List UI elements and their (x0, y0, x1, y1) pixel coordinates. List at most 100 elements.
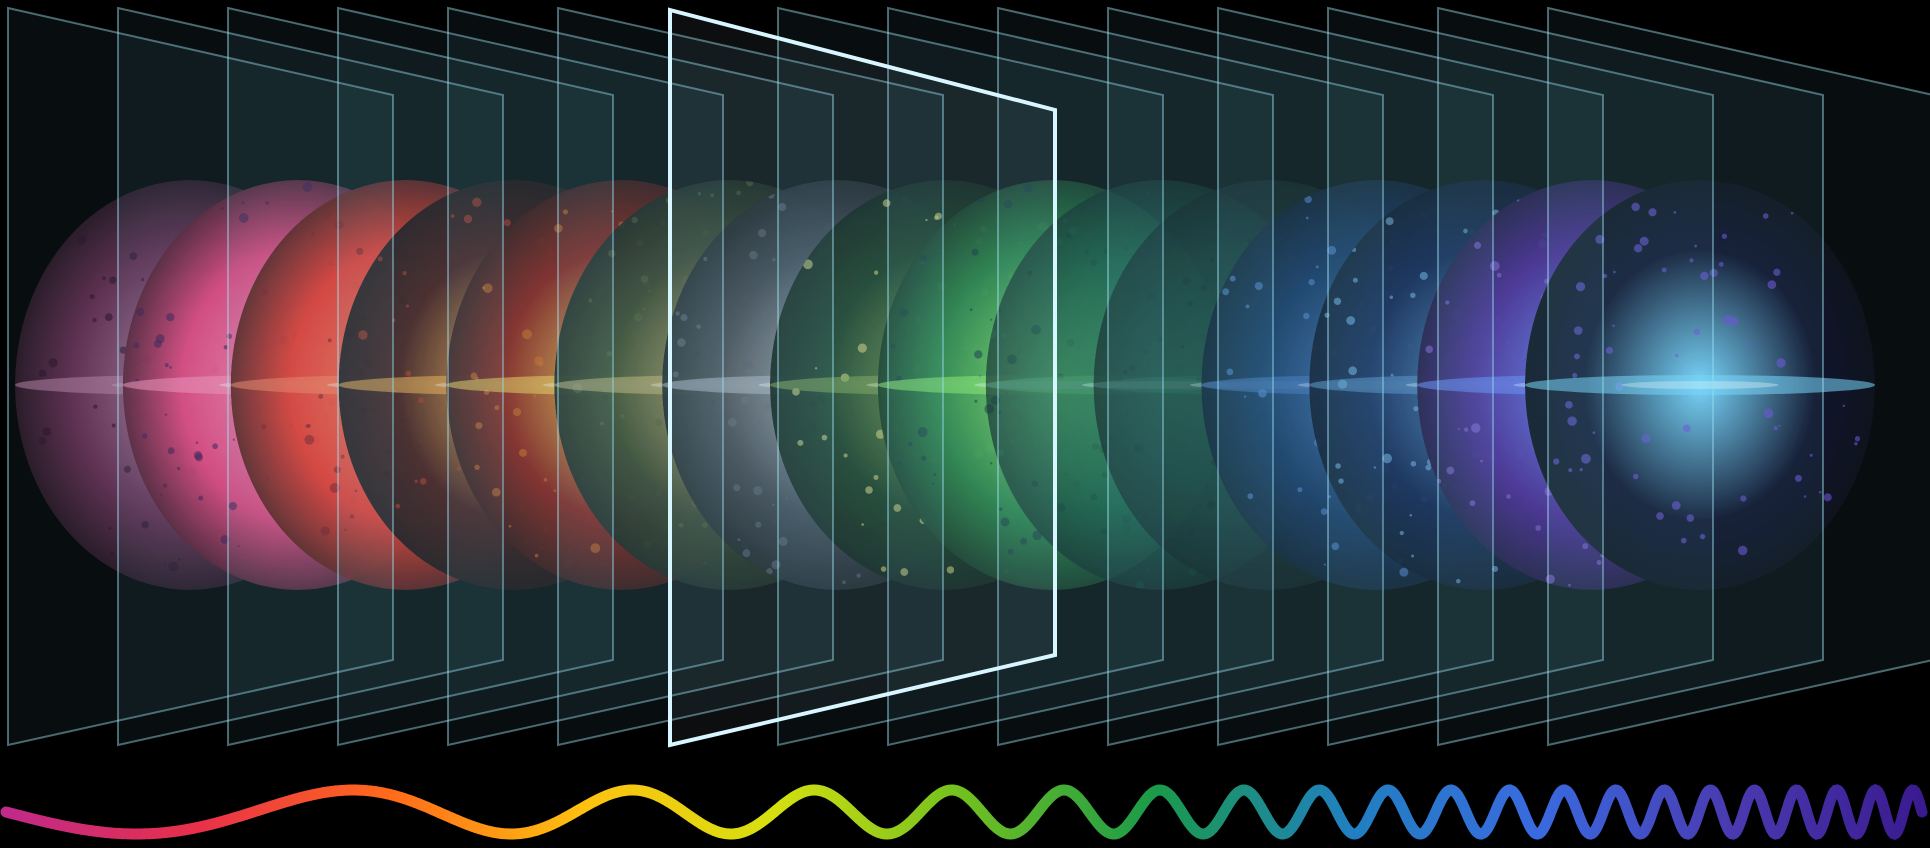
sky-map-speckle (1740, 495, 1747, 502)
sky-map-speckle (1582, 543, 1589, 550)
sky-map-speckle (198, 495, 204, 501)
sky-map-speckle (1823, 493, 1832, 502)
sky-map-speckle (1003, 200, 1013, 209)
sky-map-speckle (193, 451, 203, 460)
sky-map-speckle (1682, 424, 1691, 433)
sky-map-speckle (742, 549, 751, 558)
glass-panel (997, 6, 1384, 747)
sky-map-speckle (344, 528, 347, 531)
sky-map-speckle (1348, 366, 1358, 376)
sky-map-speckle (1489, 261, 1500, 271)
sky-map-speckle (522, 329, 532, 340)
sky-map-speckle (865, 486, 873, 494)
sky-map-speckle (781, 477, 784, 480)
sky-map-speckle (167, 447, 175, 455)
sky-map-speckle (1410, 292, 1416, 299)
sky-map-speckle (554, 224, 563, 233)
sky-map-speckle (997, 448, 1005, 457)
sky-map-speckle (1399, 530, 1404, 536)
sky-map-speckle (168, 561, 179, 572)
sky-map-speckle (1565, 401, 1573, 409)
sky-map-speckle (1064, 472, 1069, 477)
sky-map-speckle (1248, 562, 1253, 567)
sky-map-speckle (1592, 431, 1596, 435)
sky-map-speckle (640, 275, 649, 283)
sky-map-speckle (880, 566, 887, 572)
sky-map-speckle (267, 476, 270, 479)
sky-map-speckle (1117, 427, 1128, 438)
sky-map-speckle (1496, 272, 1502, 278)
sky-map-speckle (1158, 336, 1164, 343)
sky-map-speckle (1159, 484, 1163, 488)
sky-map-speckle (1694, 244, 1698, 248)
sky-map-speckle (102, 276, 106, 281)
sky-map-speckle (1030, 459, 1038, 467)
sky-map-speckle (821, 434, 828, 441)
sky-map-speckle (677, 338, 686, 347)
sky-map-speckle (1446, 466, 1455, 475)
sky-map-speckle (842, 580, 846, 585)
sky-map-speckle (1068, 226, 1078, 236)
sky-map-speckle (1613, 270, 1616, 274)
sky-map-speckle (990, 318, 993, 321)
sky-map-speckle (1062, 218, 1068, 223)
sky-map-speckle (377, 256, 383, 262)
sky-map-speckle (1196, 377, 1201, 383)
sky-map-speckle (1337, 379, 1348, 389)
spectrum-wave (0, 783, 1928, 840)
sky-map-speckle (265, 201, 270, 205)
sky-map-speckle (1661, 267, 1667, 273)
sky-map-speckle (142, 433, 148, 439)
glass-panel (1437, 6, 1824, 747)
sky-map-speckle (1308, 278, 1315, 286)
sky-map-speckle (1579, 468, 1583, 472)
sky-map-speckle (1535, 525, 1542, 531)
sky-map-speckle (940, 252, 943, 255)
sky-map-speckle (971, 248, 979, 256)
sky-map-speckle (890, 343, 896, 349)
sky-map-speckle (1101, 472, 1108, 478)
sky-map-speckle (494, 405, 500, 411)
sky-map-speckle (1747, 342, 1752, 347)
sky-map-speckle (1656, 512, 1664, 520)
sky-map-speckle (349, 514, 355, 519)
sky-map-speckle (212, 443, 218, 450)
sky-map-speckle (1854, 442, 1858, 446)
sky-map-speckle (1633, 244, 1643, 253)
sky-map-speckle (1093, 537, 1098, 542)
sky-map-speckle (1390, 373, 1394, 377)
sky-map-speckle (456, 466, 462, 471)
sky-map-speckle (472, 197, 482, 208)
sky-map-speckle (104, 313, 113, 321)
highlighted-panel-frame (668, 7, 1057, 748)
sky-map-speckle (1091, 443, 1099, 450)
glass-panel (777, 6, 1164, 747)
sky-map-speckle (534, 356, 544, 366)
sky-map-speckle (392, 583, 397, 588)
sky-map-speckle (1573, 326, 1583, 335)
sky-map-speckle (1323, 563, 1326, 566)
sky-map-speckle (1145, 291, 1156, 301)
sky-map-speckle (164, 363, 169, 368)
sky-map-speckle (1671, 501, 1681, 510)
sky-map-speckle (1254, 281, 1263, 291)
sky-map-speckle (1222, 288, 1230, 296)
sky-map-speckle (1305, 216, 1309, 220)
sky-map-speckle (1773, 425, 1778, 431)
sky-map-speckle (785, 497, 788, 500)
sky-map-speckle (76, 234, 87, 245)
sky-map-speckle (223, 345, 228, 350)
sky-map-speckle (1471, 423, 1481, 433)
sky-map-speckle (1456, 578, 1461, 584)
sky-map-speckle (1121, 524, 1132, 535)
sky-map-speckle (163, 483, 168, 488)
sky-map-speckle (1568, 583, 1571, 587)
sky-map-speckle (414, 479, 418, 483)
sky-map-speckle (1143, 349, 1149, 355)
glass-panel (887, 6, 1274, 747)
sky-map-speckle (702, 522, 708, 528)
sky-map-speckle (155, 334, 165, 344)
sky-map-speckle (1155, 230, 1164, 239)
sky-map-speckle (740, 396, 749, 405)
